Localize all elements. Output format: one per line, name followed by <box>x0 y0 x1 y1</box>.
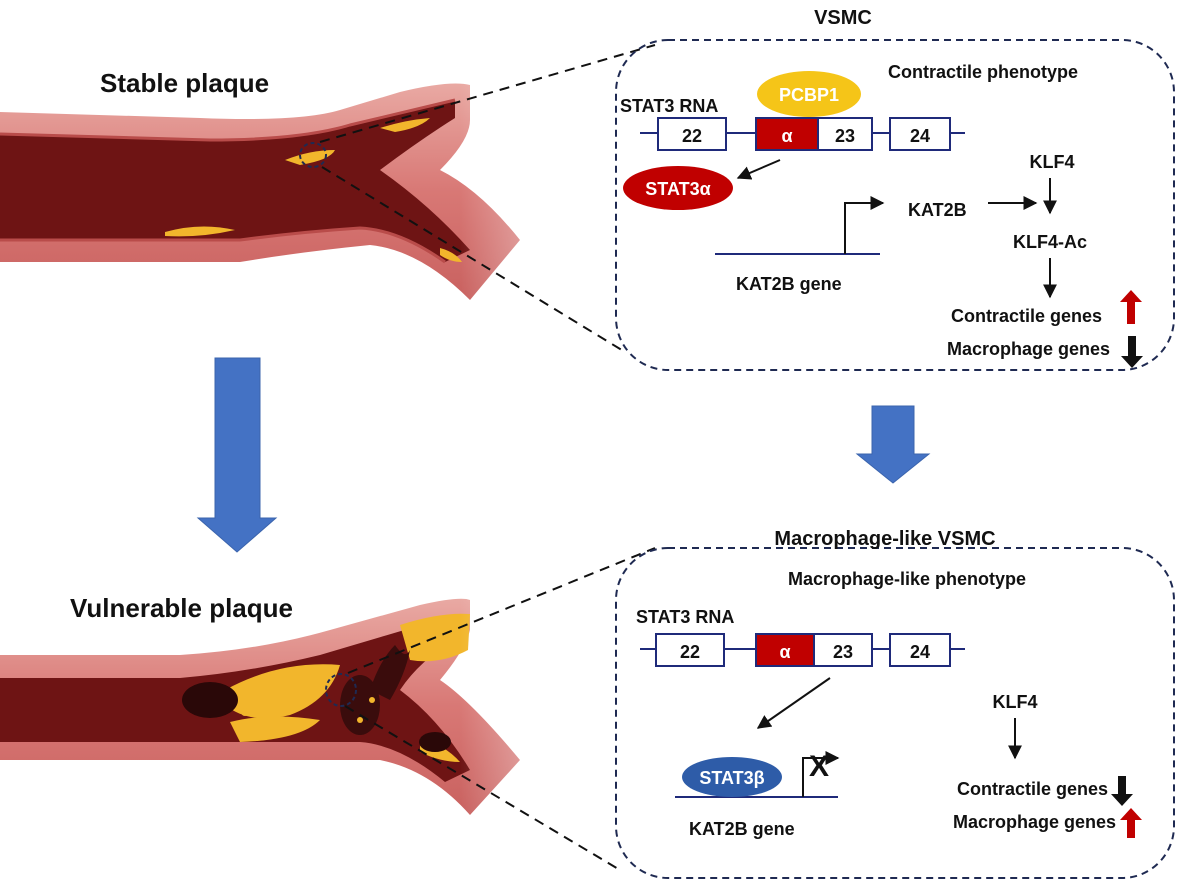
left-flow-arrow <box>196 357 278 553</box>
pcbp1-protein <box>757 71 861 117</box>
pcbp1-label: PCBP1 <box>779 85 839 105</box>
kat2b-promoter-arrow-blocked <box>802 751 840 797</box>
exon-alpha-top-label: α <box>781 126 792 146</box>
blocked-transcription-mark: X <box>809 750 829 783</box>
panel-bottom-border <box>615 547 1175 879</box>
panel-top-rna-label: STAT3 RNA <box>620 96 718 116</box>
up-arrow-contractile-top <box>1120 290 1142 324</box>
stable-plaque-vessel <box>0 80 530 310</box>
exon-22-top-label: 22 <box>682 126 702 146</box>
exon-24-bottom <box>889 633 951 667</box>
panel-vsmc: VSMC Contractile phenotype STAT3 RNA PCB… <box>615 7 1175 371</box>
exon-23-top <box>817 117 873 151</box>
exon-24-bottom-label: 24 <box>910 642 930 662</box>
contractile-genes-bottom: Contractile genes <box>957 779 1108 799</box>
stat3b-protein <box>682 757 782 797</box>
zoom-line-bottom-lower <box>344 705 621 871</box>
up-arrow-macrophage-bottom <box>1120 808 1142 838</box>
panel-macrophage-like-vsmc: Macrophage-like VSMC Macrophage-like phe… <box>615 528 1175 879</box>
zoom-circle-bottom <box>325 673 357 707</box>
panel-bottom-rna-label: STAT3 RNA <box>636 607 734 627</box>
down-arrow-macrophage-top <box>1121 336 1143 368</box>
stable-plaque-title: Stable plaque <box>100 68 269 98</box>
panel-top-header: VSMC <box>814 7 872 29</box>
exon-22-bottom-label: 22 <box>680 642 700 662</box>
arrow-to-stat3a <box>736 159 781 180</box>
kat2b-gene-label-top: KAT2B gene <box>736 274 842 294</box>
exon-23-top-label: 23 <box>835 126 855 146</box>
stat3a-label: STAT3α <box>645 179 710 199</box>
klf4-label-bottom: KLF4 <box>993 692 1038 712</box>
right-flow-arrow <box>855 405 931 484</box>
exon-24-top <box>889 117 951 151</box>
klf4-label-top: KLF4 <box>1030 152 1075 172</box>
vulnerable-plaque-vessel <box>0 595 530 825</box>
zoom-line-bottom-upper <box>347 547 656 674</box>
zoom-line-top-upper <box>319 44 656 143</box>
vulnerable-plaque-title: Vulnerable plaque <box>70 593 293 623</box>
exon-22-bottom <box>655 633 725 667</box>
exon-24-top-label: 24 <box>910 126 930 146</box>
zoom-circle-top <box>299 142 327 168</box>
contractile-genes-top: Contractile genes <box>951 306 1102 326</box>
panel-top-border <box>615 39 1175 371</box>
macrophage-genes-top: Macrophage genes <box>947 339 1110 359</box>
exon-23-bottom-label: 23 <box>833 642 853 662</box>
exon-alpha-bottom-label: α <box>779 642 790 662</box>
down-arrow-contractile-bottom <box>1111 776 1133 806</box>
panel-bottom-header: Macrophage-like VSMC <box>774 528 995 550</box>
zoom-line-top-lower <box>321 166 626 353</box>
stat3b-label: STAT3β <box>699 768 764 788</box>
klf4-ac-label: KLF4-Ac <box>1013 232 1087 252</box>
kat2b-protein-label: KAT2B <box>908 200 967 220</box>
arrow-to-stat3b <box>756 677 831 729</box>
kat2b-promoter-arrow <box>844 196 885 254</box>
exon-22-top <box>657 117 727 151</box>
exon-23-bottom <box>813 633 873 667</box>
stat3a-protein <box>623 166 733 210</box>
panel-top-phenotype: Contractile phenotype <box>888 62 1078 82</box>
kat2b-gene-label-bottom: KAT2B gene <box>689 819 795 839</box>
macrophage-genes-bottom: Macrophage genes <box>953 812 1116 832</box>
panel-bottom-phenotype: Macrophage-like phenotype <box>788 569 1026 589</box>
